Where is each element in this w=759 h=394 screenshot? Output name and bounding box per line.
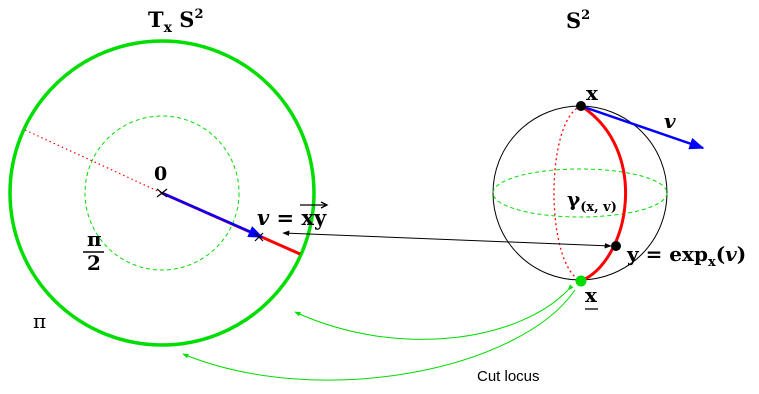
xy-overline-arrowhead bbox=[320, 201, 329, 209]
antipode-x-label: x bbox=[585, 283, 598, 310]
dotted-direction-line bbox=[24, 129, 163, 194]
y-exp-label: y = expx(v) bbox=[626, 242, 746, 270]
sphere bbox=[492, 101, 705, 287]
pi-label: π bbox=[33, 309, 46, 333]
v-symbol: v bbox=[257, 205, 270, 230]
antipode-x-dot bbox=[575, 275, 587, 287]
vector-v-arrow bbox=[161, 191, 264, 239]
tangent-space-title: Tx S2 bbox=[148, 7, 204, 36]
v-tip-tick-mark bbox=[254, 232, 264, 242]
point-x-label: x bbox=[586, 81, 599, 105]
svg-text:x: x bbox=[585, 283, 598, 307]
cut-locus-label: Cut locus bbox=[477, 368, 540, 385]
hidden-meridian bbox=[553, 105, 582, 282]
point-y-dot bbox=[611, 241, 621, 251]
tangent-space-disk bbox=[8, 39, 316, 347]
equals-sign: = bbox=[269, 205, 301, 230]
tangent-v-label: v bbox=[664, 109, 676, 133]
xy-symbol: xy bbox=[301, 205, 327, 230]
svg-text:v = xy: v = xy bbox=[257, 205, 327, 230]
half-pi-circle bbox=[84, 115, 240, 271]
sphere-equator bbox=[492, 168, 668, 218]
gamma-label: γ(x, v) bbox=[567, 187, 617, 215]
point-x-dot bbox=[576, 101, 586, 111]
origin-cross-mark bbox=[156, 188, 168, 198]
half-pi-numerator: π bbox=[87, 227, 102, 251]
v-equals-xy-label: v = xy bbox=[257, 201, 329, 230]
geodesic-gamma bbox=[580, 104, 627, 283]
cut-locus-arrow-inner bbox=[294, 284, 574, 340]
half-pi-label: π 2 bbox=[83, 227, 104, 275]
exp-map-arrow bbox=[282, 230, 612, 249]
origin-label: 0 bbox=[154, 163, 167, 185]
sphere-title: S2 bbox=[566, 8, 590, 33]
cut-locus-arrow-outer bbox=[182, 289, 576, 381]
injectivity-circle-pi bbox=[8, 39, 316, 347]
half-pi-denominator: 2 bbox=[87, 251, 101, 275]
tangent-vector-v bbox=[580, 104, 705, 150]
